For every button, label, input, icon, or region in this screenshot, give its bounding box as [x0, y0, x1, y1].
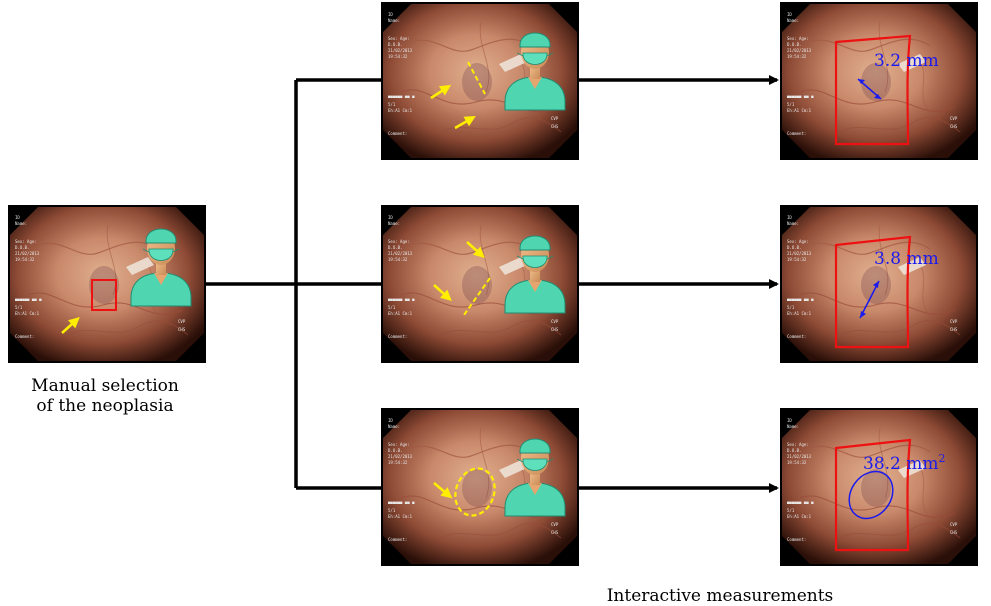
- result-arrows: [577, 80, 777, 488]
- selection-image-length-1: [381, 2, 579, 160]
- connector-lines: [206, 80, 381, 488]
- selection-image-length-2: [381, 205, 579, 363]
- input-endoscopy-image: [8, 205, 206, 363]
- output-caption: Interactive measurements: [540, 586, 900, 606]
- selection-image-area: [381, 408, 579, 566]
- measurement-label: 3.2 mm: [874, 51, 939, 71]
- measurement-label: 3.8 mm: [874, 249, 939, 269]
- input-caption: Manual selection of the neoplasia: [0, 376, 210, 416]
- input-caption-line-2: of the neoplasia: [0, 396, 210, 416]
- result-image-area: 38.2 mm2: [780, 408, 978, 566]
- input-caption-line-1: Manual selection: [0, 376, 210, 396]
- result-image-length-1: 3.2 mm: [780, 2, 978, 160]
- measurement-label: 38.2 mm2: [863, 452, 946, 474]
- result-image-length-2: 3.8 mm: [780, 205, 978, 363]
